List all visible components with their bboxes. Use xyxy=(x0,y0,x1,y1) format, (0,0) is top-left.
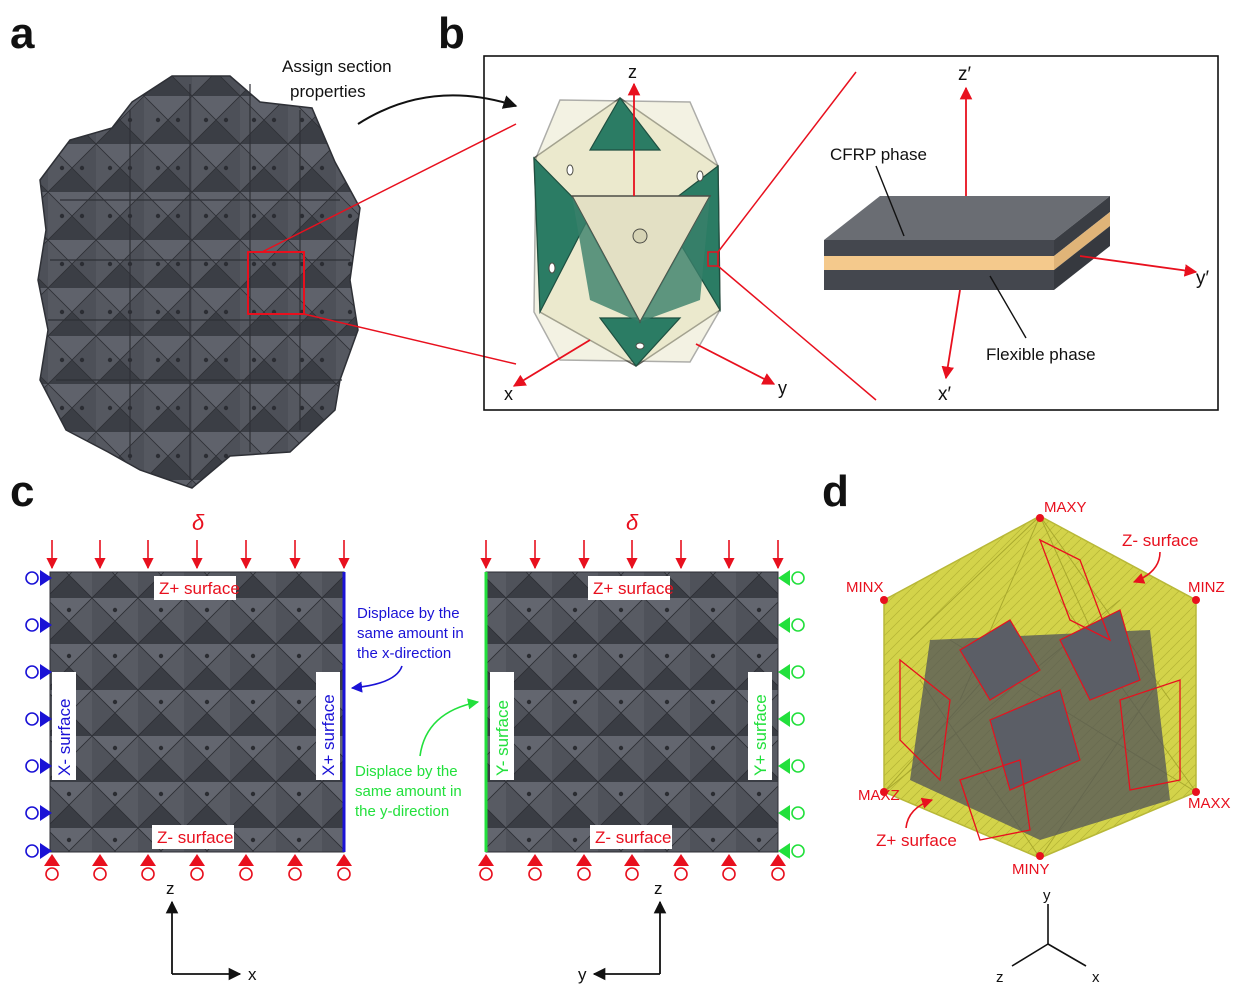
constraint-hexagon xyxy=(883,515,1197,859)
x-direction-note-line1: Displace by the xyxy=(357,605,460,622)
z-plus-surface-right: Z+ surface xyxy=(593,579,674,598)
cell-zoom-line-bottom xyxy=(717,265,877,401)
maxy-label: MAXY xyxy=(1044,499,1087,516)
panel-label-c: c xyxy=(10,467,34,516)
zoom-line-bottom xyxy=(303,313,517,365)
y-direction-note-line2: same amount in xyxy=(355,783,462,800)
panel-label-b: b xyxy=(438,9,465,58)
y-minus-surface-box xyxy=(490,672,514,780)
y-direction-note-line1: Displace by the xyxy=(355,763,458,780)
axis-x-left-label: x xyxy=(248,965,257,984)
unit-cell xyxy=(533,96,721,367)
y-direction-note-line3: the y-direction xyxy=(355,803,449,820)
lattice-cluster xyxy=(37,75,361,489)
miny-label: MINY xyxy=(1012,861,1050,878)
axis-z-left-label: z xyxy=(166,879,175,898)
z-minus-surface-box-left xyxy=(152,825,234,849)
x-note-arrow xyxy=(350,665,403,693)
assign-arrow xyxy=(357,94,518,125)
axis-yprime-label: y′ xyxy=(1196,268,1210,289)
panel-b-frame xyxy=(483,55,1219,411)
z-plus-surface-box-left xyxy=(154,576,236,600)
axis-y-label: y xyxy=(778,378,787,398)
z-plus-surface-left: Z+ surface xyxy=(159,579,240,598)
x-direction-note-line3: the x-direction xyxy=(357,645,451,662)
z-minus-surface-d: Z- surface xyxy=(1122,531,1199,550)
axis-xprime-label: x′ xyxy=(938,384,952,405)
roller-supports-left-bottom xyxy=(44,854,352,881)
z-plus-arrow-d xyxy=(905,797,934,829)
delta-left: δ xyxy=(192,510,205,535)
axis-z-label: z xyxy=(628,62,637,82)
axis-y-arrow xyxy=(695,343,776,385)
load-arrows-right xyxy=(480,540,784,570)
x-plus-surface-box xyxy=(316,672,340,780)
roller-supports-left-side xyxy=(25,570,52,859)
axis-zprime-label: z′ xyxy=(958,64,972,85)
z-minus-surface-box-right xyxy=(590,825,672,849)
panel-label-d: d xyxy=(822,467,849,516)
axis-z-d-label: z xyxy=(996,969,1004,986)
assign-annotation-line2: properties xyxy=(290,82,366,101)
z-plus-surface-d: Z+ surface xyxy=(876,831,957,850)
cell-zoom-line-top xyxy=(717,71,857,253)
axis-x-label: x xyxy=(504,384,513,404)
axis-triad-d xyxy=(1011,904,1087,967)
roller-supports-right-side xyxy=(778,570,805,859)
x-minus-surface-box xyxy=(52,672,76,780)
maxz-label: MAXZ xyxy=(858,787,900,804)
roller-supports-right-bottom xyxy=(478,854,786,881)
axis-yprime-arrow xyxy=(1079,255,1198,277)
axis-z-right-label: z xyxy=(654,879,663,898)
z-minus-surface-right: Z- surface xyxy=(595,828,672,847)
model-yz xyxy=(484,571,779,853)
assign-annotation-line1: Assign section xyxy=(282,57,392,76)
cfrp-leader xyxy=(875,165,905,237)
axis-x-d-label: x xyxy=(1092,969,1100,986)
axis-y-d-label: y xyxy=(1043,887,1051,904)
minx-label: MINX xyxy=(846,579,884,596)
minz-label: MINZ xyxy=(1188,579,1225,596)
laminate-plate xyxy=(824,196,1110,290)
z-minus-arrow-d xyxy=(1132,551,1161,584)
y-minus-surface-label: Y- surface xyxy=(493,700,512,776)
cfrp-phase-label: CFRP phase xyxy=(830,145,927,164)
zoom-line-top xyxy=(261,123,517,253)
zoom-box xyxy=(247,251,305,315)
flexible-phase-label: Flexible phase xyxy=(986,345,1096,364)
panel-label-a: a xyxy=(10,9,35,58)
flexible-leader xyxy=(989,275,1027,339)
model-xz xyxy=(49,571,346,853)
x-plus-surface-label: X+ surface xyxy=(319,694,338,776)
load-arrows-left xyxy=(46,540,350,570)
axis-xprime-arrow xyxy=(941,289,961,380)
maxx-label: MAXX xyxy=(1188,795,1231,812)
delta-right: δ xyxy=(626,510,639,535)
cell-zoom-box xyxy=(707,251,719,267)
axis-x-arrow xyxy=(512,339,591,387)
y-plus-surface-box xyxy=(748,672,772,780)
z-plus-surface-box-right xyxy=(588,576,670,600)
x-direction-note-line2: same amount in xyxy=(357,625,464,642)
corner-nodes xyxy=(880,514,1200,860)
x-minus-surface-label: X- surface xyxy=(55,699,74,776)
axis-y-right-label: y xyxy=(578,965,587,984)
z-minus-surface-left: Z- surface xyxy=(157,828,234,847)
y-plus-surface-label: Y+ surface xyxy=(751,694,770,776)
y-note-arrow xyxy=(419,698,480,757)
